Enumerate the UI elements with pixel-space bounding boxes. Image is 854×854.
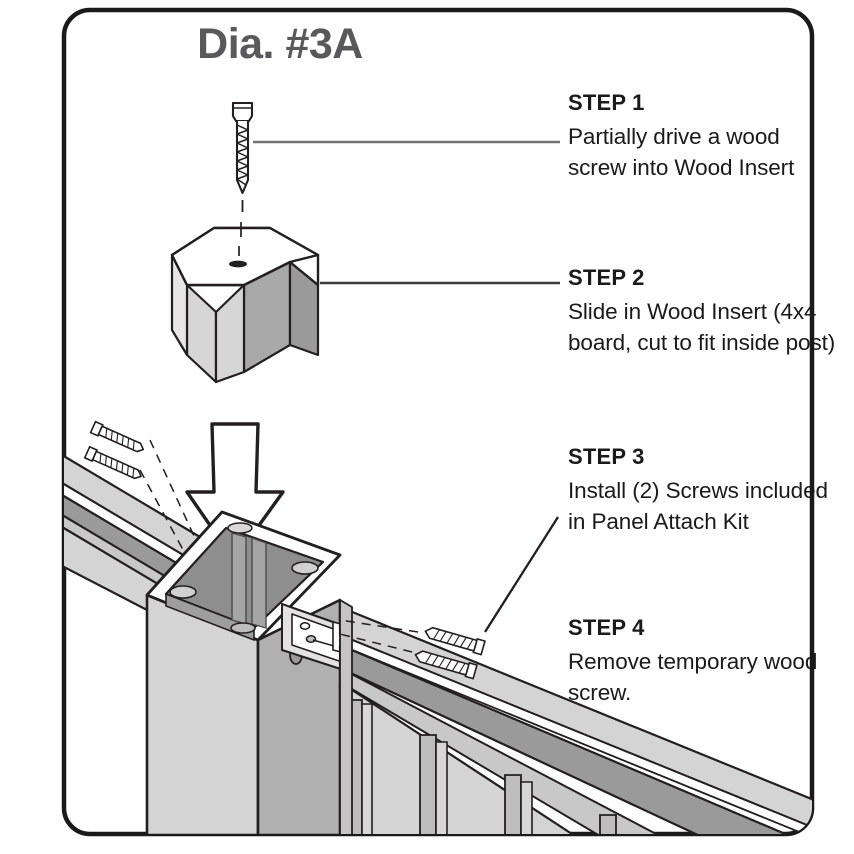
step-4-body: Remove temporary wood screw. [568,649,818,705]
step-1-block: STEP 1 Partially drive a wood screw into… [568,90,838,184]
step-4-block: STEP 4 Remove temporary wood screw. [568,615,838,709]
step-3-body: Install (2) Screws included in Panel Att… [568,478,828,534]
page-title: Dia. #3A [197,20,363,68]
step-1-heading: STEP 1 [568,90,645,115]
step-2-heading: STEP 2 [568,265,645,290]
step-3-block: STEP 3 Install (2) Screws included in Pa… [568,444,838,538]
wood-insert-octagon [170,222,320,384]
step-4-heading: STEP 4 [568,615,645,640]
step-3-heading: STEP 3 [568,444,645,469]
panel-attach-screws-right [339,619,486,680]
step-2-block: STEP 2 Slide in Wood Insert (4x4 board, … [568,265,838,359]
wood-screw [231,101,254,212]
leader-line-step-3 [484,516,559,633]
post-balusters [339,598,353,834]
insert-screw-hole [229,260,247,268]
step-2-body: Slide in Wood Insert (4x4 board, cut to … [568,299,836,355]
step-1-body: Partially drive a wood screw into Wood I… [568,124,795,180]
